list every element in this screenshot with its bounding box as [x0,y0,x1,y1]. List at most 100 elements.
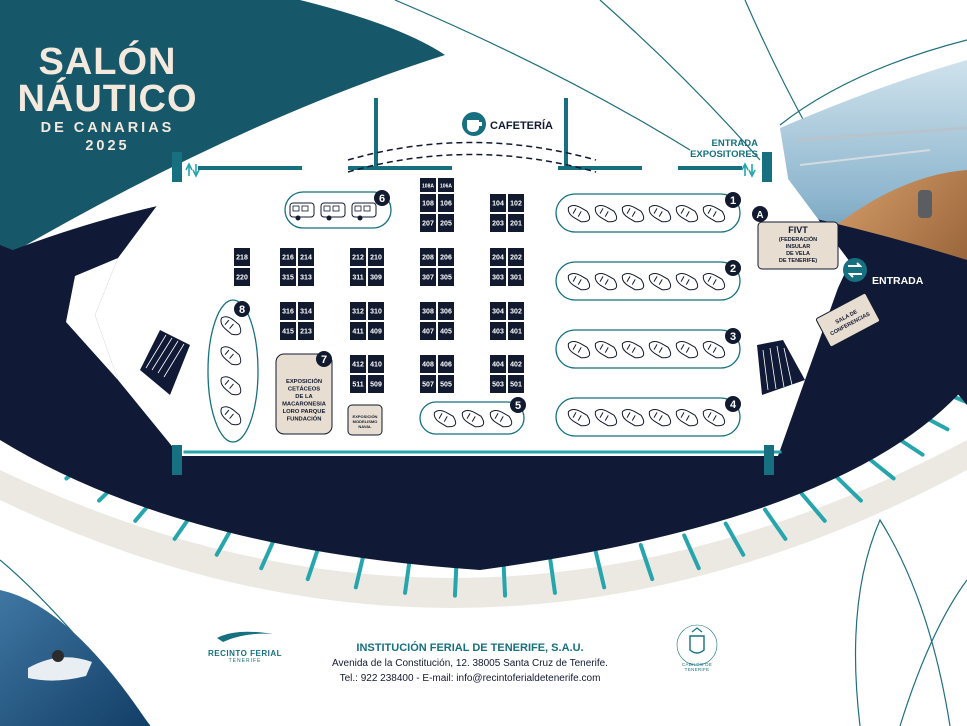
stand-401[interactable]: 401 [508,322,524,340]
stand-509[interactable]: 509 [368,375,384,393]
stand-415[interactable]: 415 [280,322,296,340]
stand-216[interactable]: 216 [280,248,296,266]
stand-411[interactable]: 411 [350,322,366,340]
stand-313[interactable]: 313 [298,268,314,286]
stand-213[interactable]: 213 [298,322,314,340]
stand-204[interactable]: 204 [490,248,506,266]
stand-503[interactable]: 503 [490,375,506,393]
stand-315[interactable]: 315 [280,268,296,286]
boat-zone-2[interactable] [555,261,741,301]
modelismo-exhibition[interactable] [347,404,383,436]
stand-312[interactable]: 312 [350,302,366,320]
cabildo-label: CABILDO DE TENERIFE [681,662,713,672]
boat-icon [675,204,699,223]
stand-316[interactable]: 316 [280,302,296,320]
boat-icon [594,340,618,359]
stand-309[interactable]: 309 [368,268,384,286]
stand-108A[interactable]: 108A [420,178,436,192]
ring-slat [353,550,367,590]
fivt-sub-label: DE TENERIFE) [779,258,817,264]
boat-icon [567,272,591,291]
stand-308[interactable]: 308 [420,302,436,320]
boat-icon [675,408,699,427]
stand-202[interactable]: 202 [508,248,524,266]
stand-212[interactable]: 212 [350,248,366,266]
stand-305[interactable]: 305 [438,268,454,286]
ring-slat [833,473,863,503]
stand-408[interactable]: 408 [420,355,436,373]
stand-404[interactable]: 404 [490,355,506,373]
boat-icon [567,204,591,223]
stand-302[interactable]: 302 [508,302,524,320]
stand-405[interactable]: 405 [438,322,454,340]
stand-218[interactable]: 218 [234,248,250,266]
title-line-2: NÁUTICO [17,78,198,120]
stand-207[interactable]: 207 [420,214,436,232]
stand-507[interactable]: 507 [420,375,436,393]
boat-zone-1[interactable] [555,193,741,233]
stand-104[interactable]: 104 [490,194,506,212]
cetaceos-exhibition[interactable] [275,353,333,435]
stand-106A[interactable]: 106A [438,178,454,192]
stand-409[interactable]: 409 [368,322,384,340]
zone-2-marker: 2 [725,260,741,276]
stand-314[interactable]: 314 [298,302,314,320]
stand-208[interactable]: 208 [420,248,436,266]
stand-102[interactable]: 102 [508,194,524,212]
footer-contact[interactable]: Tel.: 922 238400 - E-mail: info@recintof… [339,673,601,684]
stand-307[interactable]: 307 [420,268,436,286]
stand-412[interactable]: 412 [350,355,366,373]
page-title: SALÓN NÁUTICO DE CANARIAS 2025 [0,43,215,154]
stand-303[interactable]: 303 [490,268,506,286]
stairs-left-icon [140,330,190,395]
boat-zone-8[interactable] [207,299,259,443]
stand-304[interactable]: 304 [490,302,506,320]
hall-left-tip [0,245,75,338]
boat-icon [675,340,699,359]
stand-406[interactable]: 406 [438,355,454,373]
zone-a-label: A [756,210,763,221]
stand-511[interactable]: 511 [350,375,366,393]
boat-icon [433,409,457,428]
logo-left-2: TENERIFE [228,658,262,664]
stand-311[interactable]: 311 [350,268,366,286]
stand-number: 312 [352,309,364,316]
stand-410[interactable]: 410 [368,355,384,373]
title-year: 2025 [85,138,130,154]
stand-220[interactable]: 220 [234,268,250,286]
stand-106[interactable]: 106 [438,194,454,212]
stand-306[interactable]: 306 [438,302,454,320]
stand-205[interactable]: 205 [438,214,454,232]
stand-501[interactable]: 501 [508,375,524,393]
stand-505[interactable]: 505 [438,375,454,393]
stand-number: 315 [282,275,294,282]
stand-210[interactable]: 210 [368,248,384,266]
stand-206[interactable]: 206 [438,248,454,266]
stand-201[interactable]: 201 [508,214,524,232]
stand-214[interactable]: 214 [298,248,314,266]
stand-407[interactable]: 407 [420,322,436,340]
cetaceos-label: CETÁCEOS [288,386,320,393]
boat-zone-3[interactable] [555,329,741,369]
recinto-ferial-logo: RECINTO FERIAL TENERIFE [205,628,285,664]
stand-301[interactable]: 301 [508,268,524,286]
stand-203[interactable]: 203 [490,214,506,232]
stand-number: 104 [492,201,504,208]
stand-number: 309 [370,275,382,282]
boat-icon [621,272,645,291]
stand-number: 302 [510,309,522,316]
stand-310[interactable]: 310 [368,302,384,320]
fivt-stand[interactable] [757,221,839,270]
stand-number: 214 [300,255,312,262]
svg-text:4: 4 [730,399,737,411]
ring-slat [763,507,788,541]
stand-403[interactable]: 403 [490,322,506,340]
stand-108[interactable]: 108 [420,194,436,212]
stand-402[interactable]: 402 [508,355,524,373]
stand-number: 303 [492,275,504,282]
ring-slat [638,543,655,582]
zone-7-marker: 7 [316,351,332,367]
boat-zone-4[interactable] [555,397,741,437]
